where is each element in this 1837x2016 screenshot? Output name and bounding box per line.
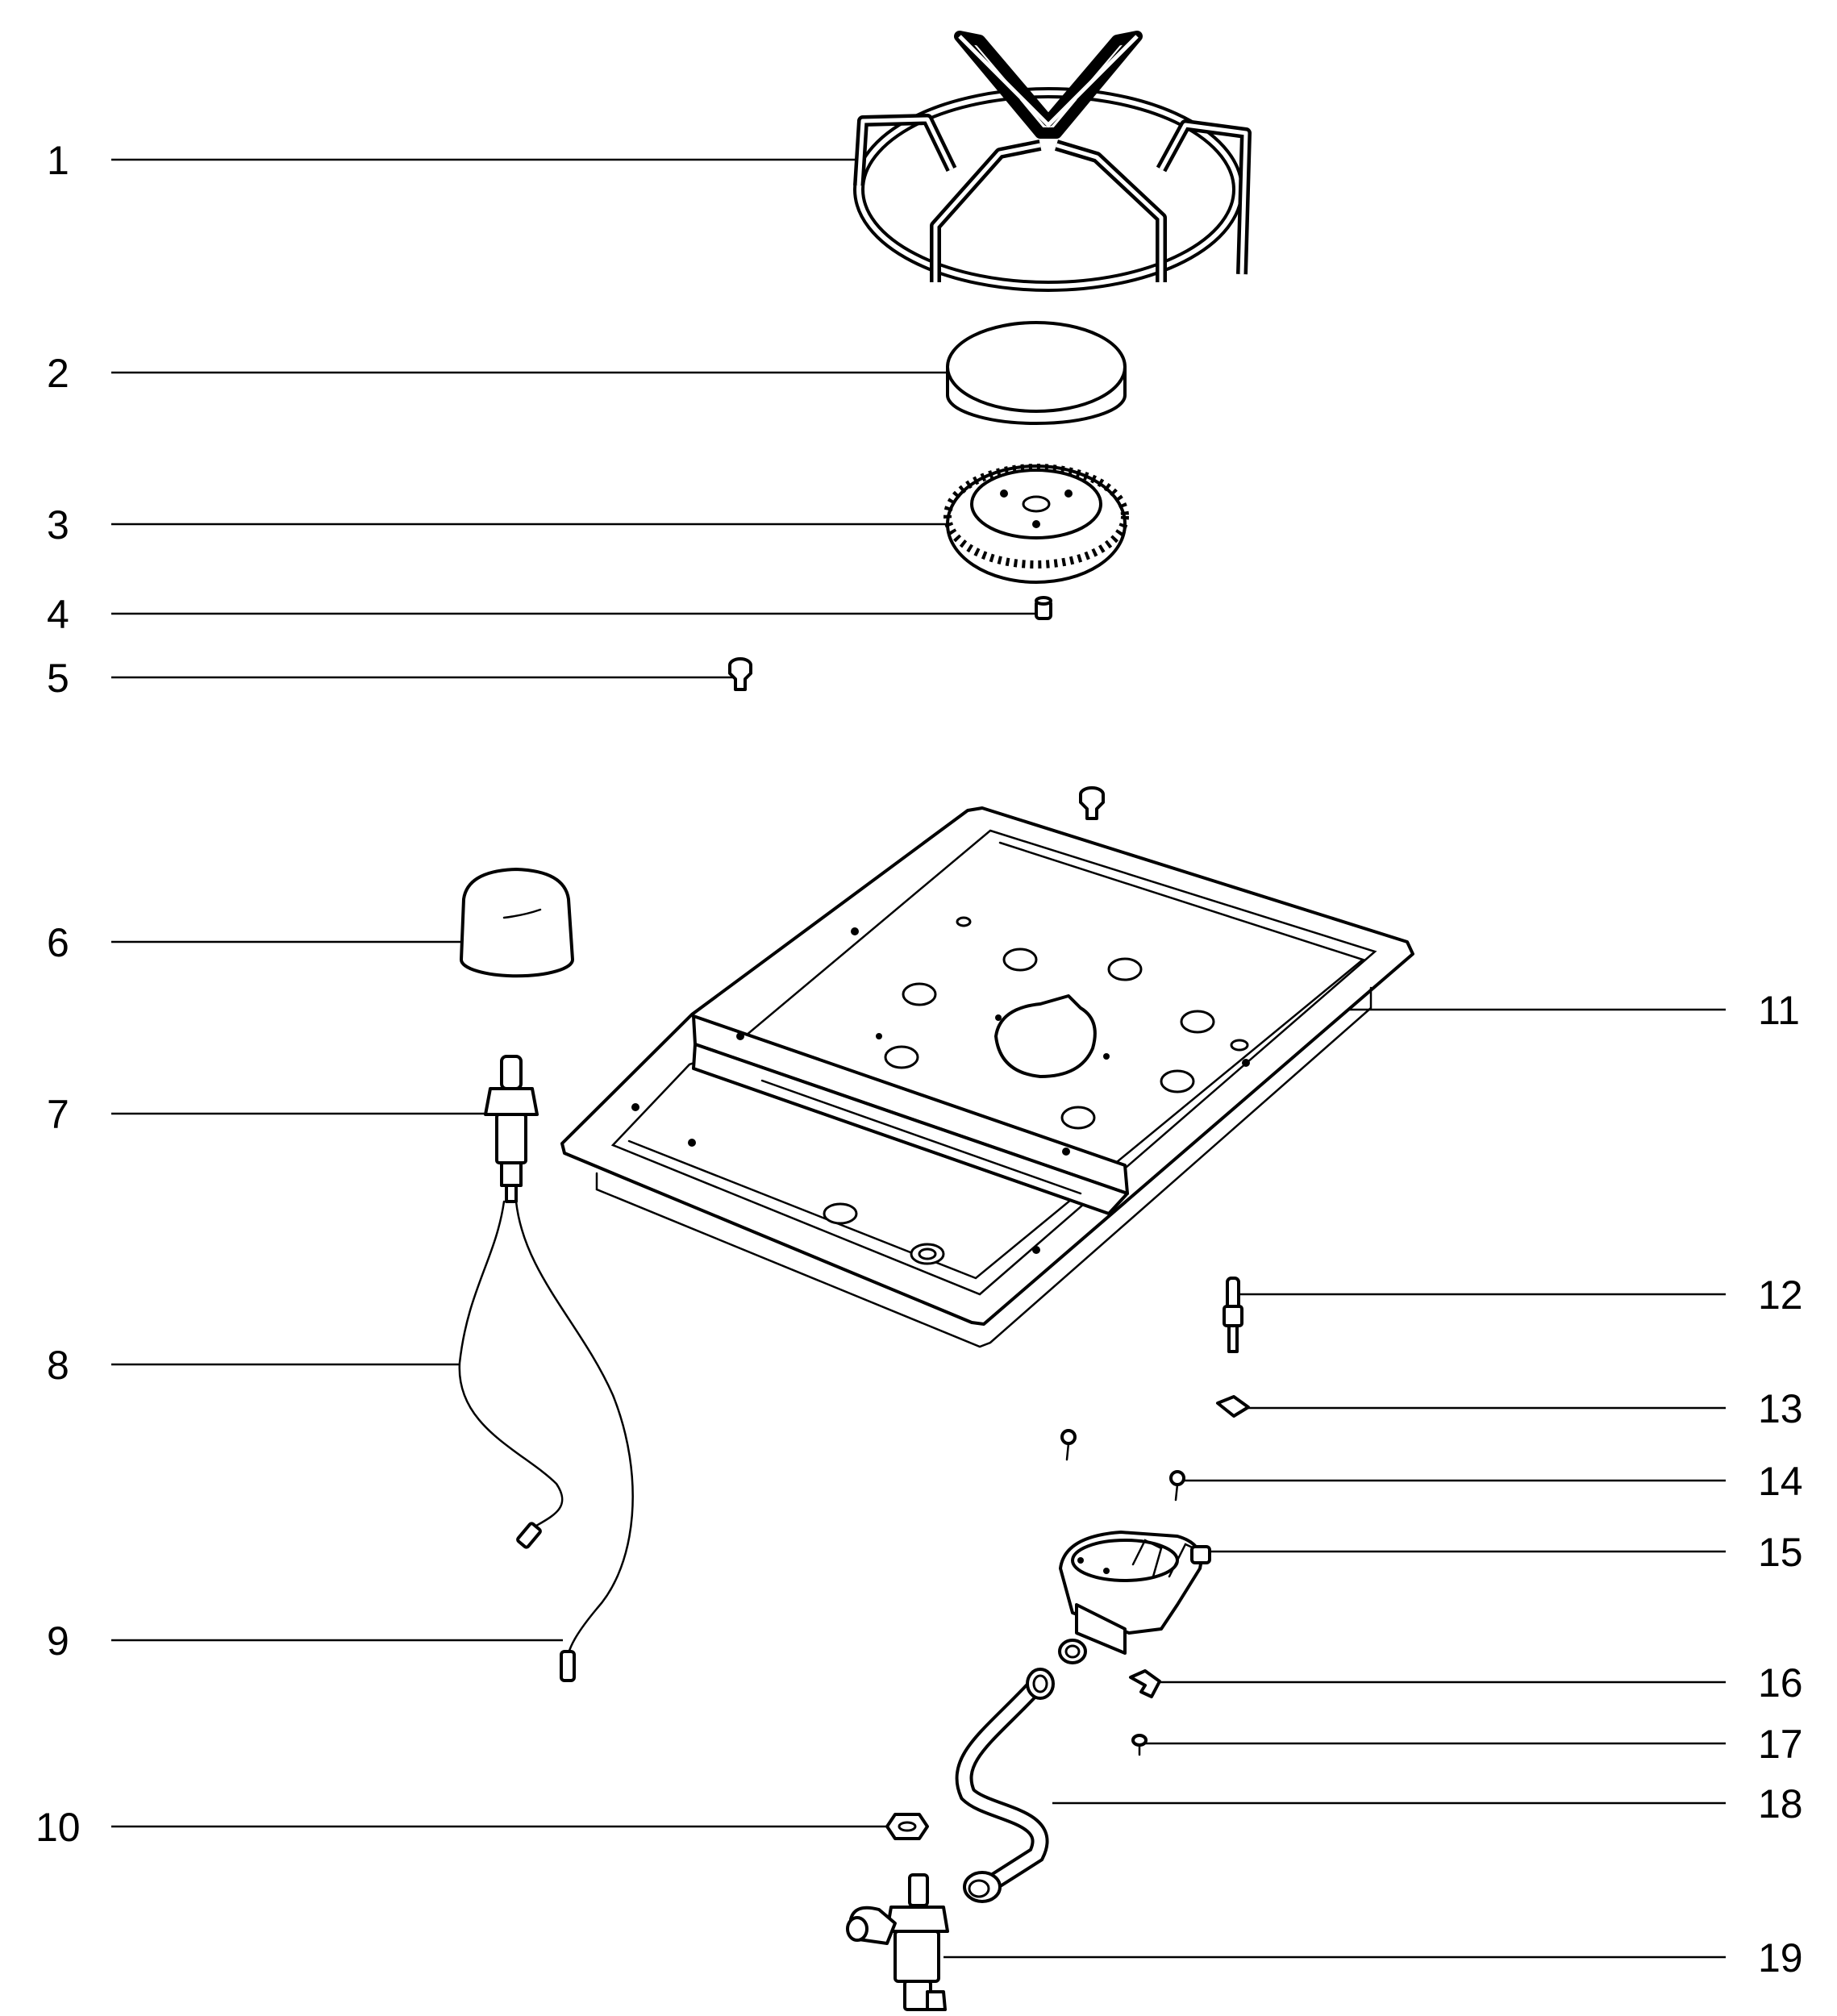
pipe-clamp [1129,1669,1161,1698]
callout-1: 1 [47,138,69,183]
callout-3: 3 [47,502,69,548]
callout-16: 16 [1758,1660,1803,1706]
callout-14: 14 [1758,1459,1803,1504]
foot-plug [728,657,752,691]
callout-19: 19 [1758,1935,1803,1981]
callout-17: 17 [1758,1722,1803,1767]
callout-11: 11 [1758,988,1800,1033]
callout-12: 12 [1758,1272,1803,1318]
control-knob [460,868,574,978]
ignition-leads [458,1200,634,1682]
screws [1060,1429,1185,1502]
ignition-electrode [1223,1277,1243,1353]
callout-6: 6 [47,920,69,965]
ignition-switch [484,1055,539,1203]
callout-10: 10 [35,1805,81,1850]
callout-labels: 1 2 3 4 5 6 7 8 9 10 11 12 13 14 15 16 1… [35,138,1803,1981]
callout-13: 13 [1758,1386,1803,1431]
callout-8: 8 [47,1343,69,1388]
callout-9: 9 [47,1618,69,1664]
callout-15: 15 [1758,1530,1803,1575]
flame-spreader [943,464,1129,584]
retaining-clip [1216,1395,1250,1418]
gas-supply-pipe [955,1668,1055,1903]
burner-body [1058,1531,1211,1664]
burner-cap [946,321,1127,425]
callout-4: 4 [47,592,69,637]
callout-7: 7 [47,1092,69,1137]
callout-18: 18 [1758,1781,1803,1826]
injector [1035,596,1052,620]
pan-support-grate [853,31,1252,292]
callout-2: 2 [47,351,69,396]
gas-tap [846,1873,949,2011]
burner-tray [560,786,1414,1348]
callout-5: 5 [47,656,69,701]
leader-lines [111,158,1726,1959]
fixing-screw [1131,1734,1148,1756]
hex-nut [885,1813,929,1840]
